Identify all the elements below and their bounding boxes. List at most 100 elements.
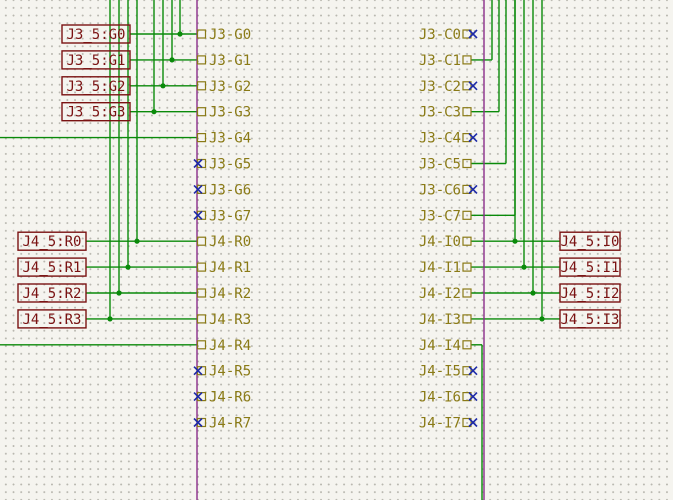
pin-j4-r3[interactable]: J4-R3 bbox=[196, 312, 252, 328]
label-border[interactable] bbox=[17, 309, 87, 329]
global-label-j3-5-g3[interactable]: J3_5:G3 bbox=[61, 101, 131, 122]
pin-square[interactable] bbox=[462, 340, 472, 350]
pin-j4-i7[interactable]: J4-I7 bbox=[419, 416, 478, 432]
pin-square[interactable] bbox=[196, 262, 207, 272]
pin-label: J4-I3 bbox=[419, 312, 461, 328]
pin-j3-c2[interactable]: J3-C2 bbox=[419, 79, 478, 95]
pin-j3-g0[interactable]: J3-G0 bbox=[196, 27, 252, 43]
junction-dot bbox=[169, 57, 175, 63]
pin-square[interactable] bbox=[196, 288, 207, 298]
pin-square[interactable] bbox=[196, 55, 207, 65]
pin-j4-i5[interactable]: J4-I5 bbox=[419, 364, 478, 380]
label-border[interactable] bbox=[61, 24, 131, 44]
pin-j3-g3[interactable]: J3-G3 bbox=[196, 105, 252, 121]
pin-j4-i3[interactable]: J4-I3 bbox=[419, 312, 472, 328]
pin-square[interactable] bbox=[462, 184, 472, 194]
global-label-j4-5-i3[interactable]: J4_5:I3 bbox=[559, 309, 621, 329]
pin-j3-c0[interactable]: J3-C0 bbox=[419, 27, 478, 43]
pin-square[interactable] bbox=[462, 29, 472, 39]
label-border[interactable] bbox=[17, 231, 87, 251]
pin-label: J3-C4 bbox=[419, 131, 461, 147]
pin-label: J3-G2 bbox=[209, 79, 251, 95]
global-label-j4-5-i2[interactable]: J4_5:I2 bbox=[559, 283, 621, 303]
pin-square[interactable] bbox=[462, 133, 472, 143]
pin-j3-g4[interactable]: J3-G4 bbox=[196, 131, 252, 147]
pin-label: J3-G3 bbox=[209, 105, 251, 121]
label-border[interactable] bbox=[559, 283, 621, 303]
pin-label: J4-I1 bbox=[419, 260, 461, 276]
pin-square[interactable] bbox=[196, 29, 207, 39]
label-border[interactable] bbox=[559, 231, 621, 251]
global-label-j3-5-g2[interactable]: J3_5:G2 bbox=[61, 76, 131, 96]
pin-j3-g5[interactable]: J3-G5 bbox=[193, 157, 251, 173]
pin-j4-r7[interactable]: J4-R7 bbox=[193, 416, 251, 432]
label-text: J4_5:I0 bbox=[560, 234, 619, 250]
pin-square[interactable] bbox=[462, 236, 472, 246]
label-border[interactable] bbox=[61, 50, 131, 70]
pin-label: J4-R6 bbox=[209, 390, 251, 406]
pin-square[interactable] bbox=[462, 210, 472, 220]
pin-square[interactable] bbox=[196, 107, 207, 117]
global-label-j4-5-i1[interactable]: J4_5:I1 bbox=[559, 257, 621, 277]
label-border[interactable] bbox=[61, 101, 131, 122]
pin-j4-r1[interactable]: J4-R1 bbox=[196, 260, 252, 276]
pin-square[interactable] bbox=[196, 81, 207, 91]
pin-j4-r6[interactable]: J4-R6 bbox=[193, 390, 251, 406]
pin-j4-i0[interactable]: J4-I0 bbox=[419, 234, 472, 250]
pin-j3-c1[interactable]: J3-C1 bbox=[419, 53, 472, 69]
pin-square[interactable] bbox=[462, 262, 472, 272]
pin-j3-g6[interactable]: J3-G6 bbox=[193, 182, 251, 198]
pin-j3-c3[interactable]: J3-C3 bbox=[419, 105, 472, 121]
label-border[interactable] bbox=[559, 309, 621, 329]
pin-square[interactable] bbox=[462, 314, 472, 324]
pin-label: J3-C2 bbox=[419, 79, 461, 95]
no-connect-stroke bbox=[468, 184, 478, 194]
pin-j3-g2[interactable]: J3-G2 bbox=[196, 79, 252, 95]
label-border[interactable] bbox=[17, 283, 87, 303]
pin-square[interactable] bbox=[196, 340, 207, 350]
pin-square[interactable] bbox=[462, 288, 472, 298]
pin-j4-r2[interactable]: J4-R2 bbox=[196, 286, 252, 302]
pin-j4-i2[interactable]: J4-I2 bbox=[419, 286, 472, 302]
pin-j3-c5[interactable]: J3-C5 bbox=[419, 157, 472, 173]
pin-label: J3-G0 bbox=[209, 27, 251, 43]
pin-square[interactable] bbox=[462, 366, 472, 376]
pin-j3-c4[interactable]: J3-C4 bbox=[419, 131, 478, 147]
global-label-j4-5-i0[interactable]: J4_5:I0 bbox=[559, 231, 621, 251]
pin-j4-r5[interactable]: J4-R5 bbox=[193, 364, 251, 380]
global-label-j3-5-g0[interactable]: J3_5:G0 bbox=[61, 24, 131, 44]
pin-j3-c6[interactable]: J3-C6 bbox=[419, 182, 478, 198]
global-label-j4-5-r0[interactable]: J4_5:R0 bbox=[17, 231, 87, 251]
label-border[interactable] bbox=[61, 76, 131, 96]
pin-square[interactable] bbox=[462, 107, 472, 117]
pin-label: J3-C3 bbox=[419, 105, 461, 121]
pin-square[interactable] bbox=[462, 55, 472, 65]
label-border[interactable] bbox=[559, 257, 621, 277]
pin-square[interactable] bbox=[462, 158, 472, 169]
global-label-j3-5-g1[interactable]: J3_5:G1 bbox=[61, 50, 131, 70]
pin-square[interactable] bbox=[462, 417, 472, 428]
global-label-j4-5-r3[interactable]: J4_5:R3 bbox=[17, 309, 87, 329]
pin-j4-i6[interactable]: J4-I6 bbox=[419, 390, 478, 406]
pin-square[interactable] bbox=[196, 314, 207, 324]
label-border[interactable] bbox=[17, 257, 87, 277]
pin-j4-r0[interactable]: J4-R0 bbox=[196, 234, 252, 250]
pin-square[interactable] bbox=[196, 133, 207, 143]
pin-j4-i1[interactable]: J4-I1 bbox=[419, 260, 472, 276]
pin-j3-c7[interactable]: J3-C7 bbox=[419, 208, 472, 224]
no-connect-mark bbox=[193, 158, 203, 169]
global-label-j4-5-r2[interactable]: J4_5:R2 bbox=[17, 283, 87, 303]
junction-dot bbox=[530, 290, 536, 296]
pin-label: J4-I0 bbox=[419, 234, 461, 250]
label-text: J3_5:G1 bbox=[66, 53, 125, 69]
pin-square[interactable] bbox=[462, 392, 472, 402]
pin-square[interactable] bbox=[196, 236, 207, 246]
global-label-j4-5-r1[interactable]: J4_5:R1 bbox=[17, 257, 87, 277]
pin-square[interactable] bbox=[462, 81, 472, 91]
pin-j4-r4[interactable]: J4-R4 bbox=[196, 338, 252, 354]
pin-j4-i4[interactable]: J4-I4 bbox=[419, 338, 472, 354]
pin-j3-g7[interactable]: J3-G7 bbox=[193, 208, 251, 224]
pin-j3-g1[interactable]: J3-G1 bbox=[196, 53, 252, 69]
